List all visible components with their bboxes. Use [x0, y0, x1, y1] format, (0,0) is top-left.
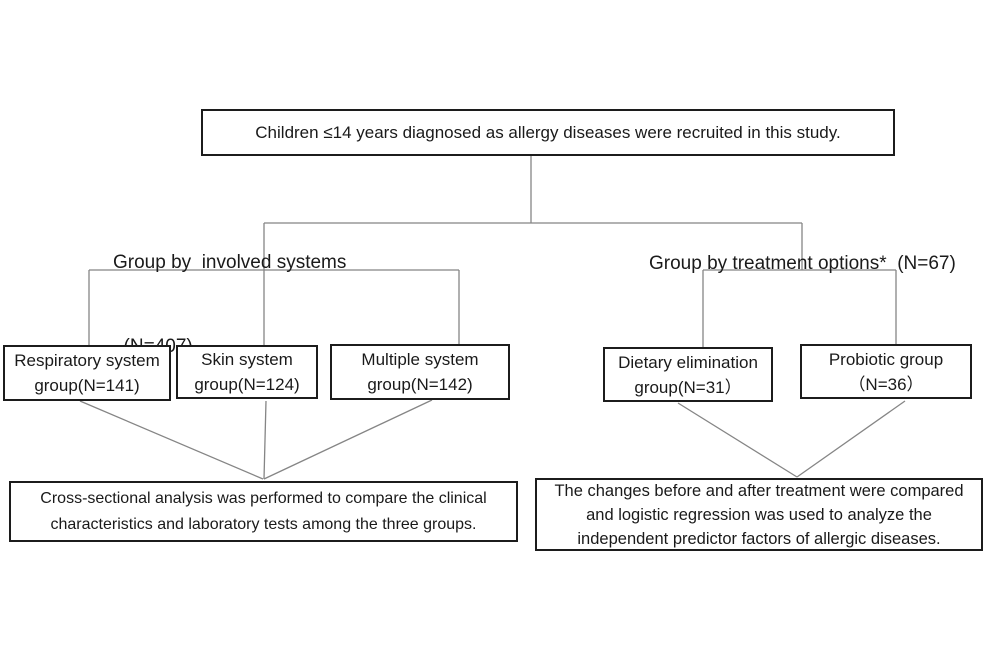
converge-right-from-dietary	[677, 402, 798, 478]
dietary-group-line1: Dietary elimination	[618, 352, 758, 372]
dietary-group-box: Dietary elimination group(N=31）	[603, 347, 773, 402]
dietary-group-line2: group(N=31）	[634, 377, 742, 397]
probiotic-group-line2: （N=36）	[848, 374, 924, 394]
skin-group-line2: group(N=124)	[194, 375, 300, 394]
converge-right-from-probiotic	[796, 400, 906, 478]
branch-label-treatment-options: Group by treatment options* (N=67)	[649, 194, 956, 334]
respiratory-group-line1: Respiratory system	[14, 351, 160, 370]
branch-label-treatment-options-text: Group by treatment options* (N=67)	[649, 253, 956, 274]
respiratory-group-line2: group(N=141)	[34, 376, 140, 395]
skin-group-box: Skin system group(N=124)	[176, 345, 318, 399]
cross-sectional-analysis-line2: characteristics and laboratory tests amo…	[50, 515, 477, 533]
treatment-analysis-box: The changes before and after treatment w…	[535, 478, 983, 551]
converge-left-from-multiple	[263, 399, 433, 480]
multiple-group-box: Multiple system group(N=142)	[330, 344, 510, 400]
treatment-analysis-line3: independent predictor factors of allergi…	[577, 529, 941, 548]
converge-left-from-respiratory	[79, 400, 264, 480]
recruitment-box: Children ≤14 years diagnosed as allergy …	[201, 109, 895, 156]
probiotic-group-box: Probiotic group （N=36）	[800, 344, 972, 399]
multiple-group-line2: group(N=142)	[367, 375, 473, 394]
multiple-group-line1: Multiple system	[361, 350, 479, 369]
respiratory-group-box: Respiratory system group(N=141)	[3, 345, 171, 401]
cross-sectional-analysis-box: Cross-sectional analysis was performed t…	[9, 481, 518, 542]
converge-left-from-skin	[263, 400, 267, 480]
recruitment-text: Children ≤14 years diagnosed as allergy …	[255, 122, 841, 142]
treatment-analysis-line1: The changes before and after treatment w…	[554, 481, 964, 500]
probiotic-group-line1: Probiotic group	[828, 349, 944, 369]
cross-sectional-analysis-line1: Cross-sectional analysis was performed t…	[40, 489, 487, 507]
treatment-analysis-line2: and logistic regression was used to anal…	[586, 505, 932, 524]
skin-group-line1: Skin system	[201, 350, 293, 369]
branch-label-involved-systems-line1: Group by involved systems	[113, 252, 347, 273]
